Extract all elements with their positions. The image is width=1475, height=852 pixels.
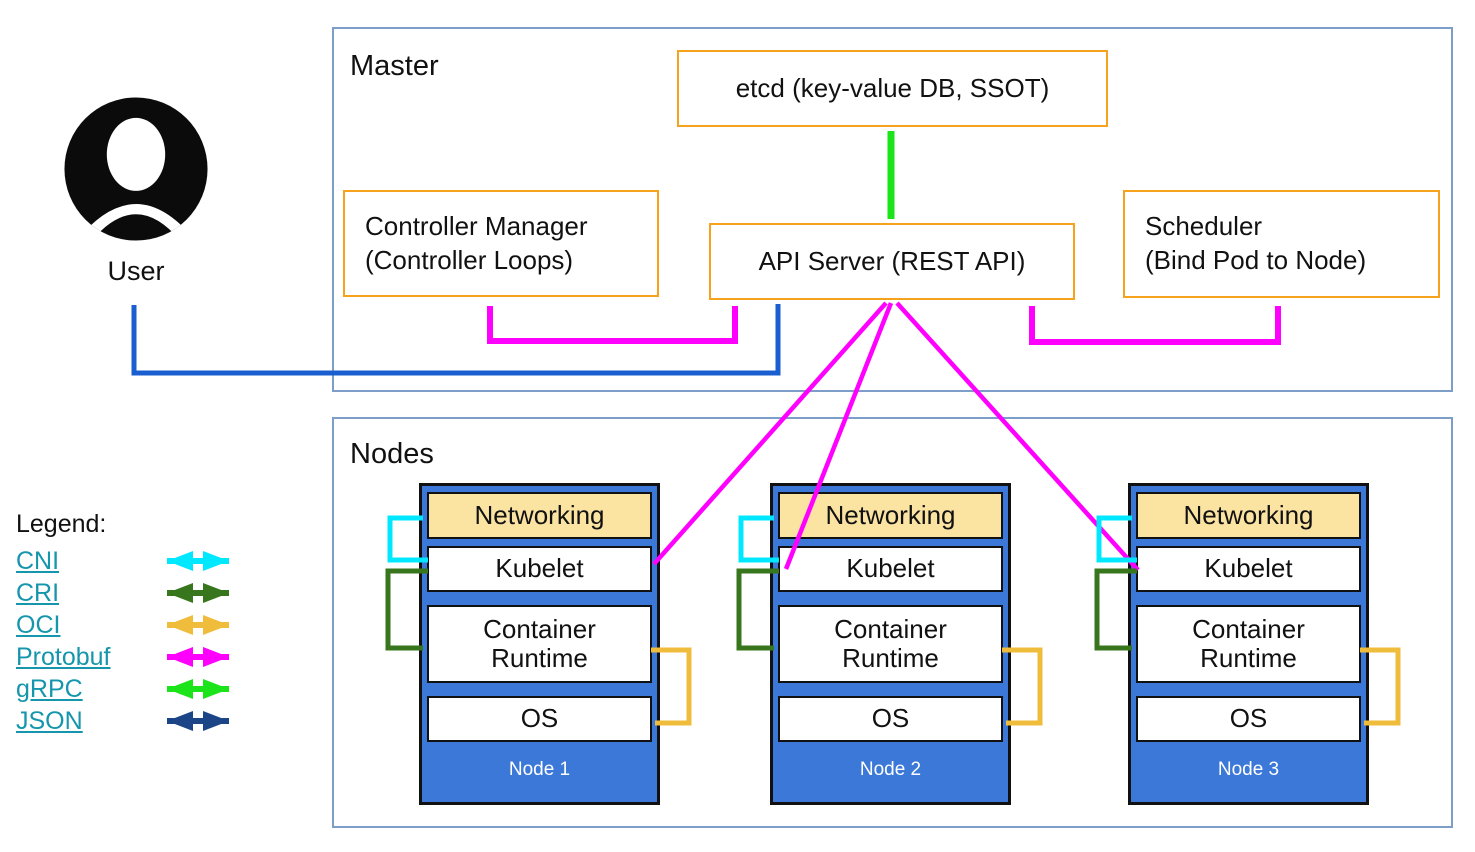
cni-arrow [167,551,229,571]
node1-layer-os: OS [427,696,652,742]
api-server-label: API Server (REST API) [758,245,1026,276]
node1-layer-container-runtime: Container Runtime [427,605,652,683]
legend-row-json: JSON [16,705,286,737]
legend-title: Legend: [16,510,107,538]
node2-layer-networking: Networking [778,492,1003,539]
node3-layer-container-runtime: Container Runtime [1136,605,1361,683]
controller-manager-box: Controller Manager (Controller Loops) [343,190,659,297]
legend-row-cri: CRI [16,577,286,609]
node-1: Networking Kubelet Container Runtime OS … [419,483,660,805]
node2-layer-kubelet: Kubelet [778,546,1003,592]
controller-manager-label-line1: Controller Manager [365,210,588,241]
node1-layer-networking: Networking [427,492,652,539]
cni-link[interactable]: CNI [16,546,60,575]
legend: Legend: CNI CRI OCI Protobuf gRPC [16,510,286,737]
nodes-label: Nodes [350,438,434,470]
node1-caption: Node 1 [508,759,571,780]
controller-manager-label-line2: (Controller Loops) [365,244,574,275]
grpc-link[interactable]: gRPC [16,674,83,703]
legend-row-protobuf: Protobuf [16,641,286,673]
etcd-label: etcd (key-value DB, SSOT) [735,72,1050,103]
node3-layer-os: OS [1136,696,1361,742]
json-link[interactable]: JSON [16,706,83,735]
cri-arrow [167,583,229,603]
node3-caption: Node 3 [1217,759,1280,780]
json-arrow [167,711,229,731]
legend-row-cni: CNI [16,545,286,577]
master-label: Master [350,50,439,82]
node-2: Networking Kubelet Container Runtime OS … [770,483,1011,805]
node1-layer-kubelet: Kubelet [427,546,652,592]
etcd-box: etcd (key-value DB, SSOT) [677,50,1108,127]
scheduler-box: Scheduler (Bind Pod to Node) [1123,190,1440,298]
node-3: Networking Kubelet Container Runtime OS … [1128,483,1369,805]
scheduler-label-line1: Scheduler [1145,211,1263,242]
node2-layer-os: OS [778,696,1003,742]
api-server-box: API Server (REST API) [709,223,1075,300]
protobuf-arrow [167,647,229,667]
user-label: User [107,256,165,286]
cri-link[interactable]: CRI [16,578,60,607]
grpc-arrow [167,679,229,699]
oci-link[interactable]: OCI [16,610,61,639]
node2-caption: Node 2 [859,759,922,780]
node3-layer-networking: Networking [1136,492,1361,539]
oci-arrow [167,615,229,635]
node3-layer-kubelet: Kubelet [1136,546,1361,592]
legend-row-grpc: gRPC [16,673,286,705]
user-icon [64,97,208,241]
node2-layer-container-runtime: Container Runtime [778,605,1003,683]
scheduler-label-line2: (Bind Pod to Node) [1145,245,1367,275]
protobuf-link[interactable]: Protobuf [16,642,111,671]
legend-row-oci: OCI [16,609,286,641]
